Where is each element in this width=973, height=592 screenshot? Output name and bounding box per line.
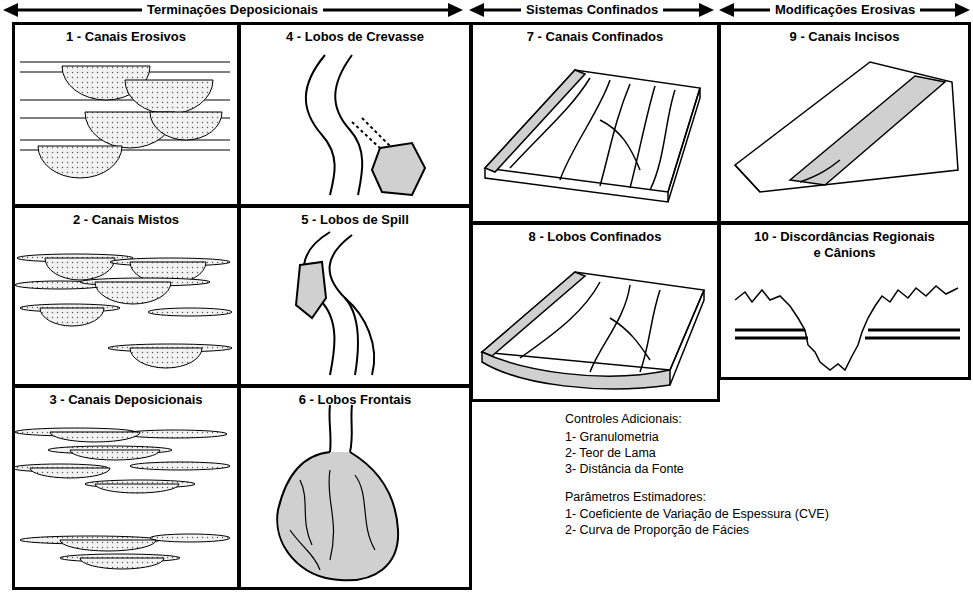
- note-text: Parâmetros Estimadores:: [565, 490, 706, 505]
- note-text: 1- Granulometria: [565, 430, 659, 445]
- cell-title: 4 - Lobos de Crevasse: [247, 29, 463, 45]
- diagram-cell: 9 - Canais Incisos: [718, 22, 971, 224]
- note-text: 1- Coeficiente de Variação de Espessura …: [565, 507, 829, 522]
- note-text: 2- Curva de Proporção de Fácies: [565, 523, 749, 538]
- header-arrows: [3, 3, 970, 17]
- mixed-channels: [15, 254, 232, 368]
- diagram-cell: 6 - Lobos Frontais: [238, 385, 472, 590]
- erosive-channels: [20, 62, 230, 178]
- diagram-cell: 3 - Canais Deposicionais: [12, 385, 240, 590]
- note-text: 3- Distância da Fonte: [565, 462, 684, 477]
- note-text: 2- Teor de Lama: [565, 446, 656, 461]
- diagram-cell: 4 - Lobos de Crevasse: [238, 22, 472, 207]
- crevasse-lobe: [306, 55, 425, 195]
- cell-title: 6 - Lobos Frontais: [247, 392, 463, 408]
- diagram-cell: 1 - Canais Erosivos: [12, 22, 240, 207]
- note-text: Controles Adicionais:: [565, 412, 682, 427]
- cell-title: 10 - Discordâncias Regionais e Cânions: [750, 229, 940, 260]
- diagram-cell: 5 - Lobos de Spill: [238, 205, 472, 387]
- incised-channel: [735, 62, 958, 192]
- group-header: Terminações Deposicionais: [142, 2, 323, 18]
- unconformity-canyon: [735, 286, 960, 370]
- diagram-cell: 10 - Discordâncias Regionais e Cânions: [718, 222, 971, 380]
- diagram-cell: 8 - Lobos Confinados: [470, 222, 720, 402]
- cell-title: 5 - Lobos de Spill: [247, 212, 463, 228]
- cell-title: 9 - Canais Incisos: [727, 29, 962, 45]
- cell-title: 7 - Canais Confinados: [479, 29, 711, 45]
- depositional-channels: [12, 428, 230, 569]
- spill-lobe: [296, 232, 374, 375]
- frontal-lobe: [277, 405, 398, 580]
- diagram-cell: 2 - Canais Mistos: [12, 205, 240, 387]
- confined-channels: [485, 70, 700, 202]
- cell-title: 1 - Canais Erosivos: [21, 29, 231, 45]
- group-header: Sistemas Confinados: [521, 2, 663, 18]
- cell-title: 8 - Lobos Confinados: [479, 229, 711, 245]
- cell-title: 2 - Canais Mistos: [21, 212, 231, 228]
- confined-lobes: [482, 272, 704, 389]
- group-header: Modificações Erosivas: [770, 2, 920, 18]
- diagram-cell: 7 - Canais Confinados: [470, 22, 720, 224]
- cell-title: 3 - Canais Deposicionais: [21, 392, 231, 408]
